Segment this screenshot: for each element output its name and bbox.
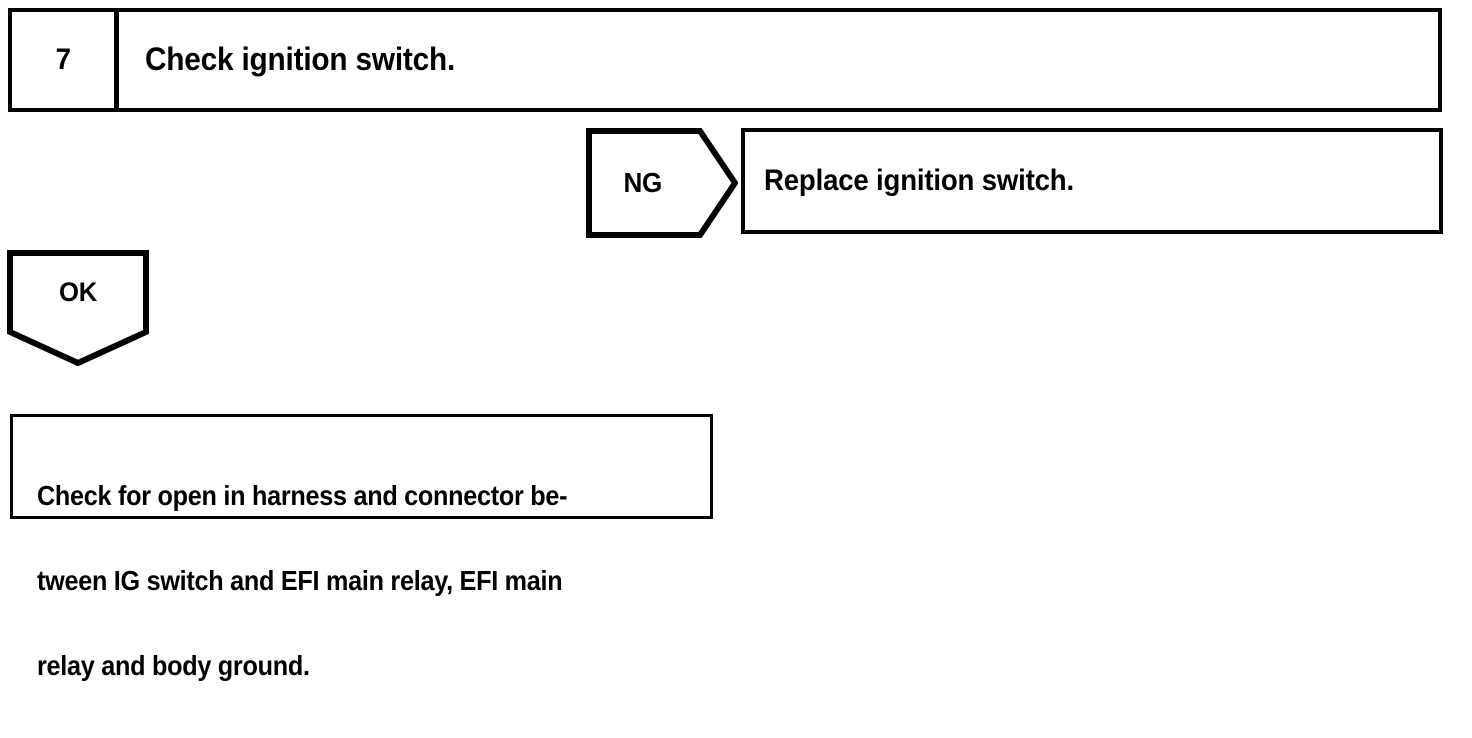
- step-number-cell: 7: [12, 12, 119, 108]
- ng-arrow-shape: [586, 128, 738, 238]
- final-action-line-1: Check for open in harness and connector …: [37, 480, 568, 511]
- step-instruction-cell: Check ignition switch.: [119, 12, 1438, 108]
- step-instruction: Check ignition switch.: [145, 41, 456, 78]
- final-action-box: Check for open in harness and connector …: [10, 414, 713, 680]
- final-action-text: Check for open in harness and connector …: [37, 426, 643, 737]
- final-action-line-3: relay and body ground.: [37, 650, 310, 681]
- ng-result-text: Replace ignition switch.: [764, 164, 1074, 198]
- ng-result-box: Replace ignition switch.: [741, 128, 1443, 234]
- step-box: 7 Check ignition switch.: [8, 8, 1442, 112]
- flowchart-canvas: 7 Check ignition switch. NG Replace igni…: [7, 8, 1443, 680]
- step-number: 7: [55, 43, 71, 76]
- ok-pentagon-shape: [7, 250, 149, 366]
- final-action-line-2: tween IG switch and EFI main relay, EFI …: [37, 565, 563, 596]
